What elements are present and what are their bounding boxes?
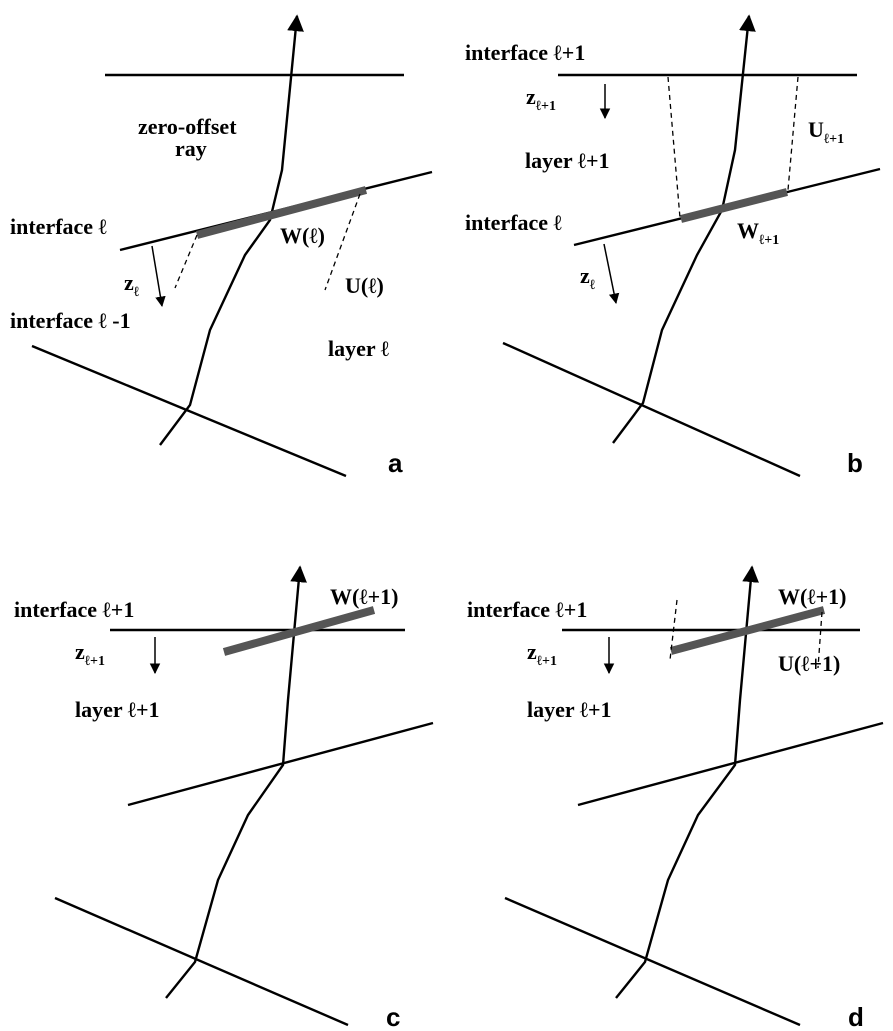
- z-label: zℓ+1: [527, 639, 557, 669]
- interface-l-label: interface ℓ: [10, 214, 107, 239]
- panel-c: W(ℓ+1) interface ℓ+1 zℓ+1 layer ℓ+1 c: [14, 565, 434, 1031]
- lower-interface-line: [504, 896, 801, 1027]
- zero-offset-label: zero-offset: [138, 114, 237, 139]
- u-left-dash: [667, 76, 681, 219]
- z-l-label: zℓ: [580, 263, 596, 293]
- u-right-dash: [324, 193, 361, 291]
- panel-letter-d: d: [848, 1002, 864, 1031]
- layer-lp1-label: layer ℓ+1: [525, 148, 610, 173]
- middle-interface-line: [127, 721, 434, 807]
- panel-letter-b: b: [847, 448, 863, 478]
- panel-b: interface ℓ+1 zℓ+1 Uℓ+1 layer ℓ+1 interf…: [465, 14, 881, 478]
- u-lp1-label: Uℓ+1: [808, 117, 844, 147]
- layer-lp1-label: layer ℓ+1: [75, 697, 160, 722]
- w-label: W(ℓ+1): [778, 584, 846, 609]
- z-bottom-arrow: [603, 243, 620, 305]
- interface-lp1-label: interface ℓ+1: [14, 597, 134, 622]
- z-arrow: [151, 245, 166, 308]
- w-label: W(ℓ+1): [330, 584, 398, 609]
- w-label: W(ℓ): [280, 223, 325, 248]
- layer-lp1-label: layer ℓ+1: [527, 697, 612, 722]
- z-label: zℓ+1: [75, 639, 105, 669]
- zero-offset-ray: [165, 565, 308, 999]
- zero-offset-ray: [159, 14, 304, 446]
- panel-letter-a: a: [388, 448, 403, 478]
- u-left-dash: [669, 599, 678, 661]
- interface-l-label: interface ℓ: [465, 210, 562, 235]
- panel-a: zero-offset ray interface ℓ W(ℓ) U(ℓ) zℓ…: [10, 14, 433, 478]
- middle-interface-line: [577, 721, 884, 807]
- w-segment: [680, 188, 788, 223]
- u-right-dash: [817, 611, 823, 669]
- layer-l-label: layer ℓ: [328, 336, 389, 361]
- w-segment: [195, 186, 368, 239]
- interface-lm1-label: interface ℓ -1: [10, 308, 131, 333]
- w-segment: [222, 606, 376, 656]
- u-left-dash: [174, 234, 198, 289]
- u-right-dash: [787, 76, 799, 191]
- interface-lp1-label: interface ℓ+1: [465, 40, 585, 65]
- ray-label: ray: [175, 136, 207, 161]
- panel-d: W(ℓ+1) interface ℓ+1 zℓ+1 U(ℓ+1) layer ℓ…: [467, 565, 884, 1031]
- z-label: zℓ: [124, 270, 140, 300]
- u-label: U(ℓ+1): [778, 651, 840, 676]
- interface-lp1-label: interface ℓ+1: [467, 597, 587, 622]
- w-segment: [669, 606, 826, 655]
- zero-offset-ray: [612, 14, 756, 444]
- panel-letter-c: c: [386, 1002, 400, 1031]
- lower-interface-line: [502, 341, 801, 478]
- z-lp1-label: zℓ+1: [526, 84, 556, 114]
- w-lp1-label: Wℓ+1: [737, 218, 779, 248]
- interface-lm1-line: [31, 344, 347, 478]
- lower-interface-line: [54, 896, 349, 1027]
- zero-offset-ray: [615, 565, 760, 999]
- u-label: U(ℓ): [345, 273, 384, 298]
